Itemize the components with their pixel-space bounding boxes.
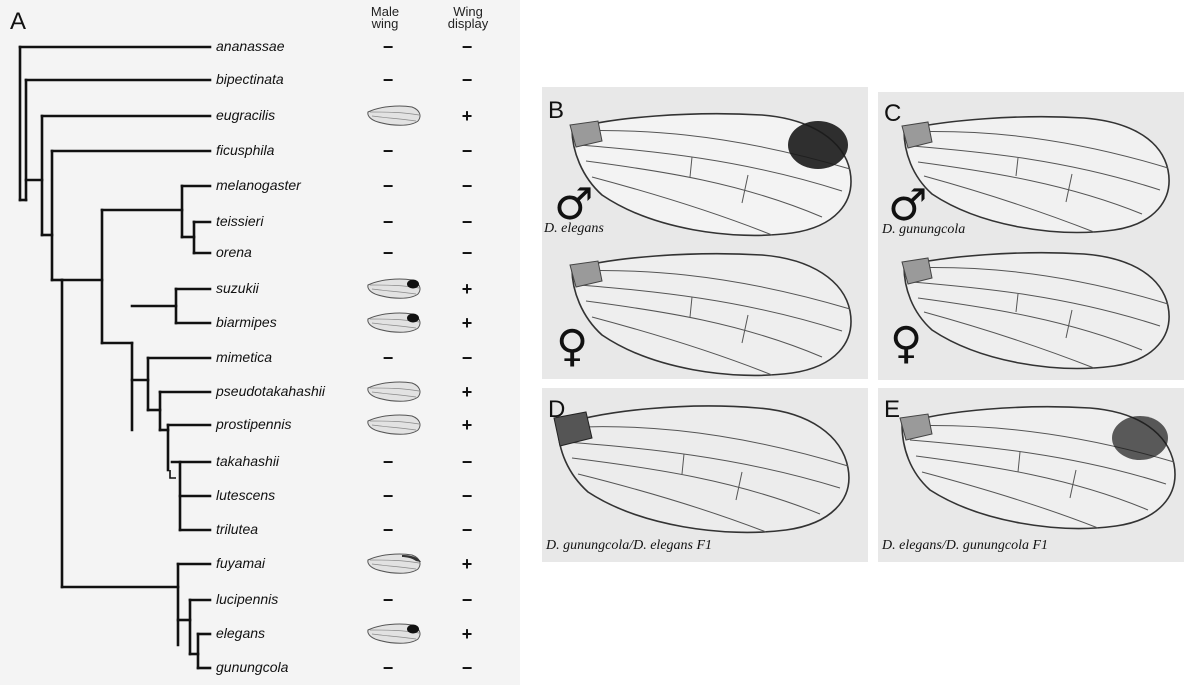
- taxon-label: takahashii: [216, 453, 279, 469]
- taxon-label: trilutea: [216, 521, 258, 537]
- wing-display-mark: −: [457, 454, 477, 470]
- taxon-label: bipectinata: [216, 71, 284, 87]
- male-wing-mark: −: [378, 660, 398, 676]
- wing-display-mark: −: [457, 592, 477, 608]
- male-wing-mark: −: [378, 214, 398, 230]
- male-wing-thumbnail: [366, 311, 422, 335]
- taxon-label: melanogaster: [216, 177, 301, 193]
- panel-d-caption: D. gunungcola/D. elegans F1: [546, 538, 712, 554]
- taxon-label: mimetica: [216, 349, 272, 365]
- wing-display-mark: −: [457, 350, 477, 366]
- taxon-label: ficusphila: [216, 142, 274, 158]
- male-wing-mark: −: [378, 522, 398, 538]
- panel-c-letter: C: [884, 100, 901, 128]
- male-wing-thumbnail: [366, 380, 422, 404]
- male-wing-mark: −: [378, 72, 398, 88]
- female-symbol: ♀: [890, 322, 922, 366]
- thumbnail-membrane: [368, 382, 420, 401]
- thumbnail-spot: [407, 625, 419, 634]
- female-symbol: ♀: [556, 325, 588, 369]
- panel-d: D D. gunungcola/D. elegans F1: [542, 388, 868, 562]
- wing-image-hybrid: [878, 388, 1184, 538]
- thumbnail-spot: [407, 314, 419, 323]
- male-wing-mark: −: [378, 178, 398, 194]
- taxon-label: lucipennis: [216, 591, 278, 607]
- wing-display-mark: +: [457, 384, 477, 400]
- panel-b-caption: D. elegans: [544, 221, 604, 237]
- taxon-label: ananassae: [216, 38, 285, 54]
- panel-d-letter: D: [548, 396, 565, 424]
- wing-spot: [1112, 416, 1168, 460]
- thumbnail-membrane: [368, 415, 420, 434]
- wing-display-mark: −: [457, 72, 477, 88]
- taxon-label: suzukii: [216, 280, 259, 296]
- taxon-label: pseudotakahashii: [216, 383, 325, 399]
- wing-display-mark: −: [457, 522, 477, 538]
- wing-image-female: [878, 240, 1184, 380]
- wing-display-mark: −: [457, 39, 477, 55]
- phylogenetic-tree: [0, 0, 520, 685]
- wing-spot: [788, 121, 848, 169]
- wing-image-hybrid: [542, 388, 868, 538]
- male-wing-thumbnail: [366, 277, 422, 301]
- panel-a-phylogeny: A Male wing Wing display: [0, 0, 520, 685]
- thumbnail-membrane: [368, 106, 420, 125]
- panel-b-letter: B: [548, 97, 564, 125]
- male-wing-mark: −: [378, 488, 398, 504]
- male-wing-mark: −: [378, 350, 398, 366]
- panel-e-letter: E: [884, 396, 900, 424]
- taxon-label: fuyamai: [216, 555, 265, 571]
- panel-e-caption: D. elegans/D. gunungcola F1: [882, 538, 1048, 554]
- male-wing-thumbnail: [366, 413, 422, 437]
- male-wing-thumbnail: [366, 552, 422, 576]
- male-wing-mark: −: [378, 39, 398, 55]
- wing-display-mark: +: [457, 315, 477, 331]
- wing-display-mark: +: [457, 556, 477, 572]
- taxon-label: prostipennis: [216, 416, 292, 432]
- wing-membrane: [558, 406, 849, 532]
- male-wing-mark: −: [378, 592, 398, 608]
- panel-c-caption: D. gunungcola: [882, 222, 965, 238]
- panel-e: E D. elegans/D. gunungcola F1: [878, 388, 1184, 562]
- wing-display-mark: −: [457, 143, 477, 159]
- panel-b: B ♂ D. elegans ♀: [542, 87, 868, 379]
- panel-c: C ♂ D. gunungcola ♀: [878, 92, 1184, 380]
- wing-image-female: [542, 237, 868, 377]
- male-wing-thumbnail: [366, 622, 422, 646]
- taxon-label: teissieri: [216, 213, 263, 229]
- male-wing-mark: −: [378, 143, 398, 159]
- wing-display-mark: +: [457, 417, 477, 433]
- wing-display-mark: +: [457, 626, 477, 642]
- wing-display-mark: +: [457, 281, 477, 297]
- thumbnail-spot: [407, 280, 419, 289]
- taxon-label: elegans: [216, 625, 265, 641]
- taxon-label: biarmipes: [216, 314, 277, 330]
- male-wing-mark: −: [378, 454, 398, 470]
- wing-membrane: [904, 117, 1169, 233]
- male-wing-thumbnail: [366, 104, 422, 128]
- wing-display-mark: −: [457, 214, 477, 230]
- wing-display-mark: −: [457, 488, 477, 504]
- wing-display-mark: −: [457, 660, 477, 676]
- unresolved-node-bracket: [170, 470, 176, 478]
- taxon-label: gunungcola: [216, 659, 288, 675]
- taxon-label: orena: [216, 244, 252, 260]
- wing-display-mark: −: [457, 178, 477, 194]
- wing-display-mark: +: [457, 108, 477, 124]
- taxon-label: eugracilis: [216, 107, 275, 123]
- male-wing-mark: −: [378, 245, 398, 261]
- wing-membrane: [904, 253, 1169, 369]
- wing-membrane: [572, 254, 851, 376]
- wing-display-mark: −: [457, 245, 477, 261]
- taxon-label: lutescens: [216, 487, 275, 503]
